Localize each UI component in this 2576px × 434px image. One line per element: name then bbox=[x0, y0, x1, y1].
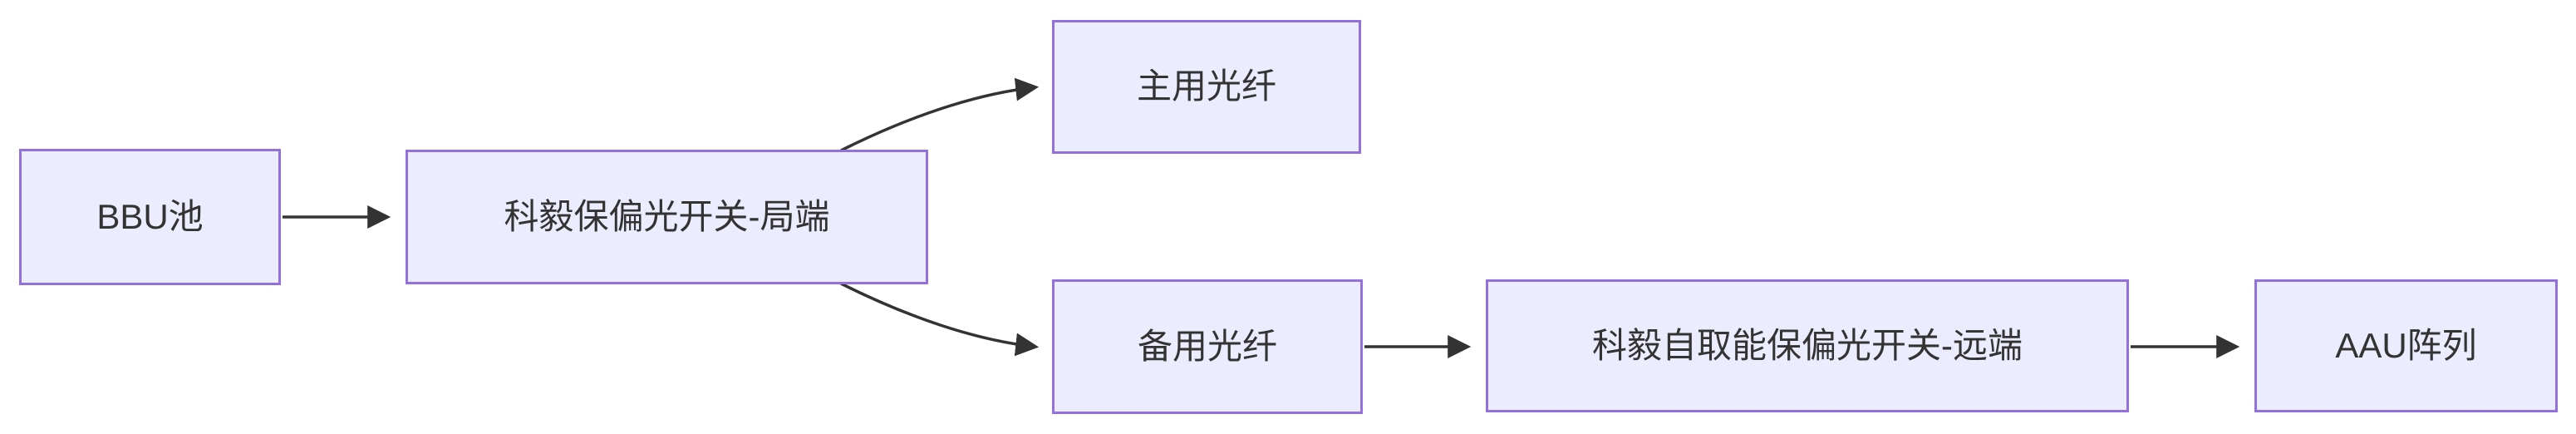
node-remote-switch-label: 科毅自取能保偏光开关-远端 bbox=[1592, 325, 2023, 365]
node-aau-array-label: AAU阵列 bbox=[2335, 325, 2477, 365]
node-primary-fiber: 主用光纤 bbox=[1052, 20, 1361, 154]
node-bbu-pool-label: BBU池 bbox=[96, 196, 204, 236]
node-backup-fiber: 备用光纤 bbox=[1052, 279, 1363, 414]
node-aau-array: AAU阵列 bbox=[2254, 279, 2558, 412]
edge-local-switch-to-primary-fiber bbox=[840, 77, 1040, 152]
edge-local-switch-to-backup-fiber bbox=[840, 282, 1040, 357]
node-bbu-pool: BBU池 bbox=[19, 149, 281, 285]
node-primary-fiber-label: 主用光纤 bbox=[1136, 67, 1276, 106]
node-local-switch: 科毅保偏光开关-局端 bbox=[406, 150, 928, 284]
node-remote-switch: 科毅自取能保偏光开关-远端 bbox=[1486, 279, 2129, 412]
node-backup-fiber-label: 备用光纤 bbox=[1137, 326, 1277, 366]
node-local-switch-label: 科毅保偏光开关-局端 bbox=[504, 196, 830, 236]
